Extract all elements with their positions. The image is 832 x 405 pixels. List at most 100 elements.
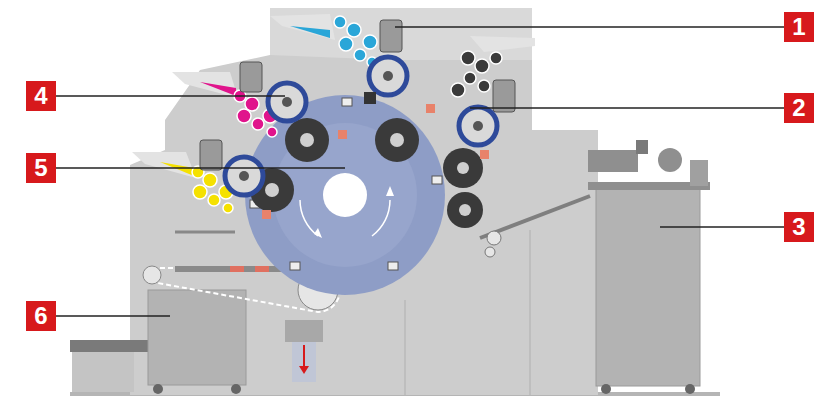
- callout-number: 1: [784, 12, 814, 42]
- blanket-clamp: [426, 104, 435, 113]
- transfer-cylinder: [447, 192, 483, 228]
- leader-line: [395, 26, 784, 28]
- ink-roller: [461, 51, 475, 65]
- plate-cylinder: [369, 57, 407, 95]
- gripper: [290, 262, 300, 270]
- feeder-head: [636, 140, 648, 154]
- ink-roller: [334, 16, 346, 28]
- ink-roller: [223, 203, 233, 213]
- feed-roller: [485, 247, 495, 257]
- plate-cylinder: [225, 157, 263, 195]
- cylinder-hub: [473, 121, 483, 131]
- ink-fountain: [270, 14, 335, 40]
- ink-roller: [208, 194, 220, 206]
- ink-roller: [252, 118, 264, 130]
- waste-bin: [292, 342, 316, 382]
- blanket-clamp: [262, 210, 271, 219]
- panel-seam: [404, 300, 406, 395]
- callout-number: 5: [26, 153, 56, 183]
- waste-arrow: [303, 345, 305, 368]
- caster-wheel: [685, 384, 695, 394]
- waste-arrow-head: [299, 366, 309, 374]
- rotation-arrow-head: [314, 228, 322, 238]
- cylinder-hub: [300, 133, 314, 147]
- ink-wedge: [200, 82, 236, 96]
- caster-wheel: [601, 384, 611, 394]
- blanket-cylinder: [375, 118, 419, 162]
- caster-wheel: [153, 384, 163, 394]
- ink-roller: [267, 127, 277, 137]
- sheet: [230, 266, 244, 272]
- ink-fountain: [132, 152, 196, 178]
- leader-line: [660, 226, 784, 228]
- ink-wedge: [290, 26, 330, 38]
- ink-roller: [354, 49, 366, 61]
- leader-line: [470, 107, 784, 109]
- dryer-bar: [175, 231, 235, 234]
- delivery-stand: [72, 352, 134, 392]
- ink-roller: [339, 37, 353, 51]
- feeder-arm: [690, 160, 708, 186]
- caster-wheel: [231, 384, 241, 394]
- leader-lines: [56, 27, 784, 316]
- callout-number: 2: [784, 93, 814, 123]
- cylinder-hub: [239, 171, 249, 181]
- ink-roller: [363, 35, 377, 49]
- ink-roller: [451, 83, 465, 97]
- blanket-cylinder: [285, 118, 329, 162]
- feeder-suction: [658, 148, 682, 172]
- rotation-arrow: [372, 200, 390, 236]
- callout-number: 3: [784, 212, 814, 242]
- impression-drum: [245, 95, 445, 295]
- rotation-arrow: [300, 200, 318, 236]
- leader-line: [56, 95, 285, 97]
- ink-roller: [347, 23, 361, 37]
- plate-changer: [240, 62, 262, 92]
- plate-cylinder: [268, 83, 306, 121]
- delivery-pile: [148, 290, 246, 385]
- belt-roller: [143, 266, 161, 284]
- leader-line: [56, 167, 345, 169]
- cylinder-hub: [459, 204, 471, 216]
- ink-fountain: [470, 36, 535, 52]
- damper: [364, 92, 376, 104]
- ink-roller: [475, 59, 489, 73]
- feed-roller: [487, 231, 501, 245]
- blanket-clamp: [338, 130, 347, 139]
- cylinder-hub: [457, 162, 469, 174]
- plate-changer: [493, 80, 515, 112]
- sheet: [255, 266, 269, 272]
- blanket-cylinder: [443, 148, 483, 188]
- ink-roller: [203, 173, 217, 187]
- gripper: [342, 98, 352, 106]
- rotation-arrow-head: [386, 186, 394, 196]
- plate-changer: [380, 20, 402, 52]
- ink-roller: [193, 185, 207, 199]
- cyan-rollers: [334, 16, 377, 67]
- callout-number: 4: [26, 81, 56, 111]
- press-frame: [130, 8, 598, 395]
- plate-changer: [200, 140, 222, 170]
- panel-seam: [529, 230, 531, 395]
- cylinder-hub: [282, 97, 292, 107]
- delivery-table: [70, 340, 150, 352]
- ink-roller: [464, 72, 476, 84]
- cylinder-hub: [390, 133, 404, 147]
- gripper: [388, 262, 398, 270]
- callout-number: 6: [26, 301, 56, 331]
- waste-hopper: [285, 320, 323, 342]
- plate-cylinder: [459, 107, 497, 145]
- leader-line: [56, 315, 170, 317]
- cylinder-hub: [383, 71, 393, 81]
- feeder-head: [588, 150, 638, 172]
- blanket-clamp: [480, 150, 489, 159]
- cylinder-hub: [265, 183, 279, 197]
- ink-roller: [237, 109, 251, 123]
- sheet-feeder: [596, 188, 700, 386]
- ink-wedge: [160, 162, 194, 176]
- drum-hub: [323, 173, 367, 217]
- ink-roller: [490, 52, 502, 64]
- ink-fountain: [172, 72, 238, 98]
